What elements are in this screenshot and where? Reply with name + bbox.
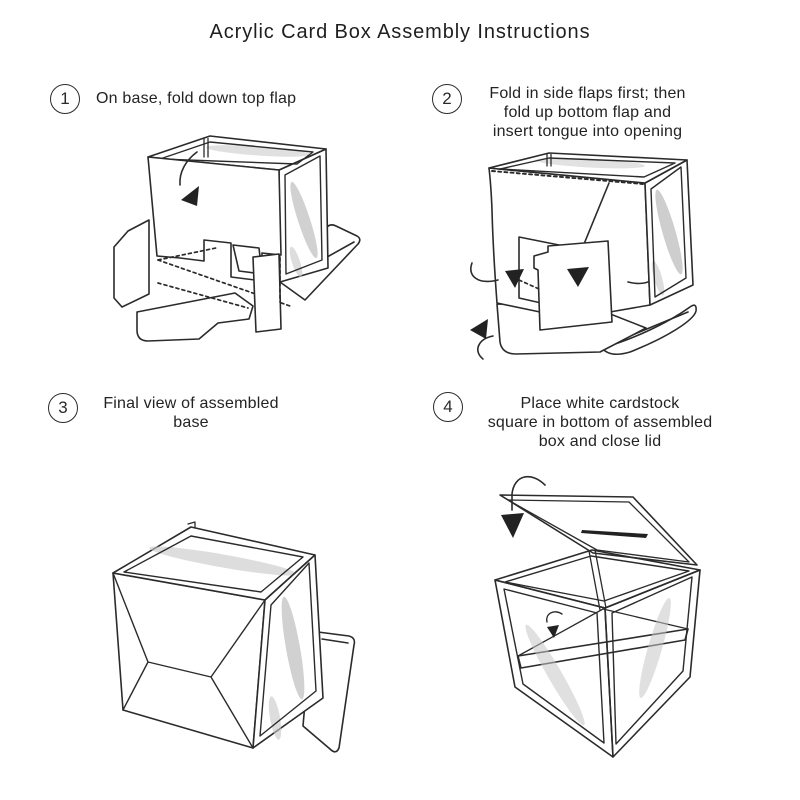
step-3-number: 3 <box>58 398 68 417</box>
top-rim <box>488 152 688 184</box>
box-interior <box>517 549 689 726</box>
open-lid <box>499 494 698 566</box>
box-frame <box>494 549 701 758</box>
top-rim <box>112 521 316 601</box>
cardstock-square <box>517 628 689 669</box>
step-4-number-badge: 4 <box>433 392 463 422</box>
top-rim <box>147 135 327 171</box>
right-glass-panel <box>252 554 324 749</box>
step-4-caption: Place white cardstock square in bottom o… <box>487 395 713 450</box>
step-1-unfolded-box-top-flap-diagram <box>113 135 361 342</box>
close-lid-arrow-icon <box>501 475 546 538</box>
step-3-caption: Final view of assembled base <box>103 395 279 431</box>
step-1-caption: On base, fold down top flap <box>96 90 297 107</box>
bottom-flap <box>136 292 254 342</box>
fold-arrow-icon <box>179 151 199 206</box>
step-1-number: 1 <box>60 89 70 108</box>
step-2-caption: Fold in side flaps first; then fold up b… <box>489 85 686 140</box>
folded-edge-dotted <box>491 170 644 185</box>
step-2-side-flaps-folding-diagram <box>470 152 697 360</box>
right-front-panel <box>604 569 701 758</box>
step-2-number: 2 <box>442 89 452 108</box>
fold-arrow-bottom-icon <box>470 319 494 360</box>
fold-dotted-lines <box>157 247 291 309</box>
step-2-number-badge: 2 <box>432 84 462 114</box>
place-card-arrow-icon <box>546 611 563 638</box>
fold-dotted-line <box>518 279 540 290</box>
page-title: Acrylic Card Box Assembly Instructions <box>209 21 591 43</box>
right-side-flap <box>252 253 282 333</box>
side-flap-front <box>533 240 613 331</box>
left-side-flap <box>113 219 150 308</box>
fold-arrow-left-icon <box>470 262 524 288</box>
step-4-number: 4 <box>443 397 453 416</box>
right-glass-panel <box>278 148 329 283</box>
step-3-assembled-base-diagram <box>112 521 356 753</box>
step-4-box-open-lid-diagram <box>494 475 701 758</box>
front-face <box>112 572 266 749</box>
card-slot <box>581 530 648 538</box>
step-1-number-badge: 1 <box>50 84 80 114</box>
right-glass-panel <box>644 159 694 306</box>
step-3-number-badge: 3 <box>48 393 78 423</box>
